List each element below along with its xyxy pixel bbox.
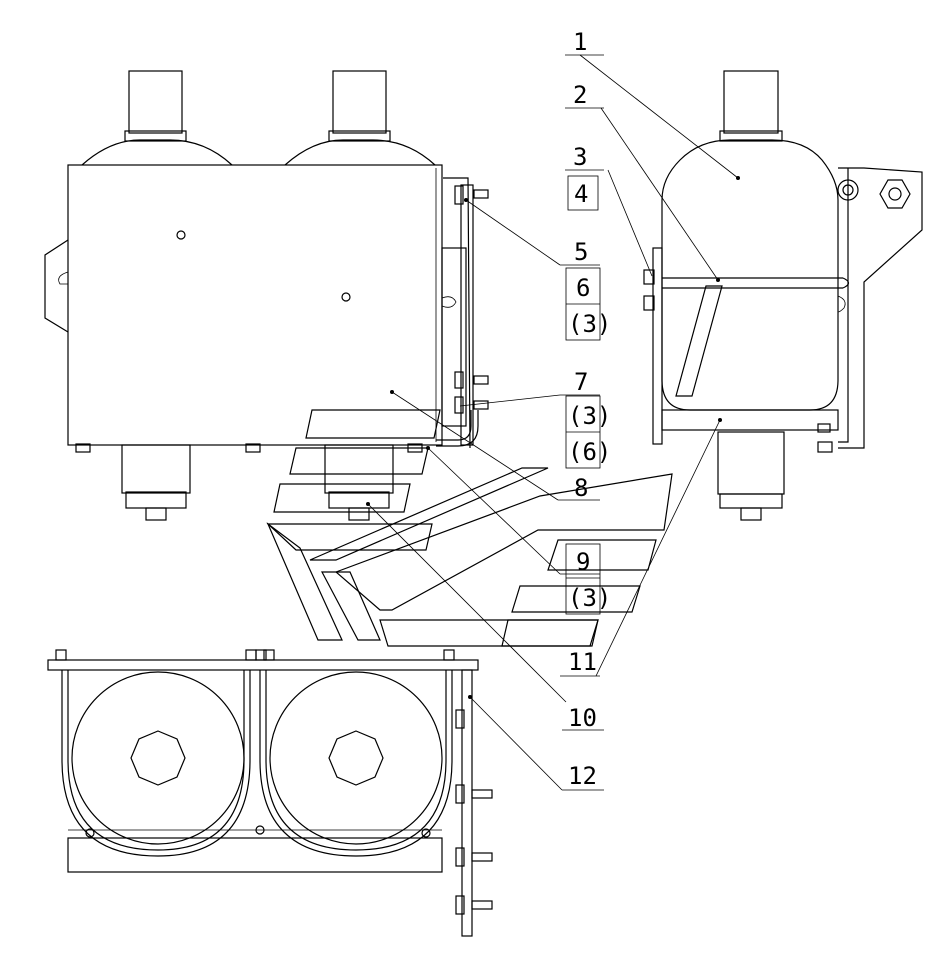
leader-lines [366, 54, 740, 791]
center-callout-blocks [266, 285, 723, 647]
top-view [47, 649, 493, 937]
front-view [44, 70, 489, 521]
callout-8: 8 [574, 474, 588, 502]
callout-5: 5 [574, 238, 588, 266]
callout-1: 1 [573, 28, 587, 56]
callout-frames [565, 175, 601, 615]
callout-4: 4 [574, 180, 588, 208]
side-view [643, 70, 923, 521]
callout-7-qty-b: (6) [568, 438, 611, 466]
callout-6: 6 [576, 274, 590, 302]
callout-10: 10 [568, 704, 597, 732]
callout-11: 11 [568, 648, 597, 676]
callout-9-qty: (3) [568, 584, 611, 612]
callout-labels: 1 2 3 4 5 6 (3) 7 (3) (6) 8 9 (3) 11 10 … [568, 28, 611, 790]
callout-3: 3 [573, 143, 587, 171]
callout-6-qty: (3) [568, 310, 611, 338]
callout-9: 9 [576, 548, 590, 576]
callout-7: 7 [574, 368, 588, 396]
callout-2: 2 [573, 81, 587, 109]
callout-12: 12 [568, 762, 597, 790]
callout-7-qty-a: (3) [568, 402, 611, 430]
